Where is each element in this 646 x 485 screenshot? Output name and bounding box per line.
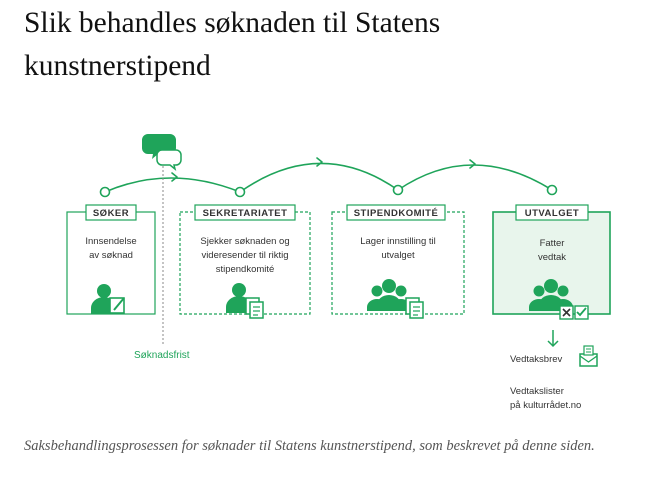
outcome-lists-line1: Vedtakslister	[510, 386, 564, 397]
step-text-line: utvalget	[381, 250, 415, 261]
outcome-lists-line2: på kulturrådet.no	[510, 400, 581, 411]
person-documents-icon	[226, 283, 264, 319]
step-text-line: Fatter	[540, 238, 565, 249]
step-label: STIPENDKOMITÉ	[354, 208, 439, 219]
step-utvalget: UTVALGET Fatter vedtak	[492, 204, 611, 320]
step-text-line: av søknad	[89, 250, 133, 261]
group-decision-icon	[529, 279, 589, 320]
step-soker: SØKER Innsendelse av søknad	[66, 204, 156, 315]
deadline-label: Søknadsfrist	[134, 350, 190, 361]
outcome-letter: Vedtaksbrev	[510, 354, 563, 365]
timeline-arrows	[171, 157, 476, 182]
step-text-line: Sjekker søknaden og	[200, 236, 289, 247]
step-text-line: videresender til riktig	[201, 250, 288, 261]
step-text-line: stipendkomité	[216, 264, 275, 275]
step-label: SØKER	[93, 208, 129, 219]
step-stipendkomite: STIPENDKOMITÉ Lager innstilling til utva…	[331, 204, 465, 319]
step-text-line: vedtak	[538, 252, 566, 263]
step-text-line: Lager innstilling til	[360, 236, 436, 247]
figure-caption: Saksbehandlingsprosessen for søknader ti…	[24, 438, 595, 454]
envelope-icon	[579, 345, 598, 367]
page-title: Slik behandles søknaden til Statens kuns…	[24, 7, 441, 82]
step-text-line: Innsendelse	[85, 236, 136, 247]
step-label: SEKRETARIATET	[203, 208, 288, 219]
step-sekretariatet: SEKRETARIATET Sjekker søknaden og videre…	[179, 204, 311, 319]
arrow-down-icon	[547, 330, 559, 348]
person-pen-icon	[91, 284, 125, 314]
group-document-icon	[367, 279, 424, 319]
step-label: UTVALGET	[525, 208, 580, 219]
timeline-curve	[104, 162, 553, 193]
chat-bubbles-icon	[142, 134, 182, 171]
timeline-nodes	[99, 184, 558, 198]
